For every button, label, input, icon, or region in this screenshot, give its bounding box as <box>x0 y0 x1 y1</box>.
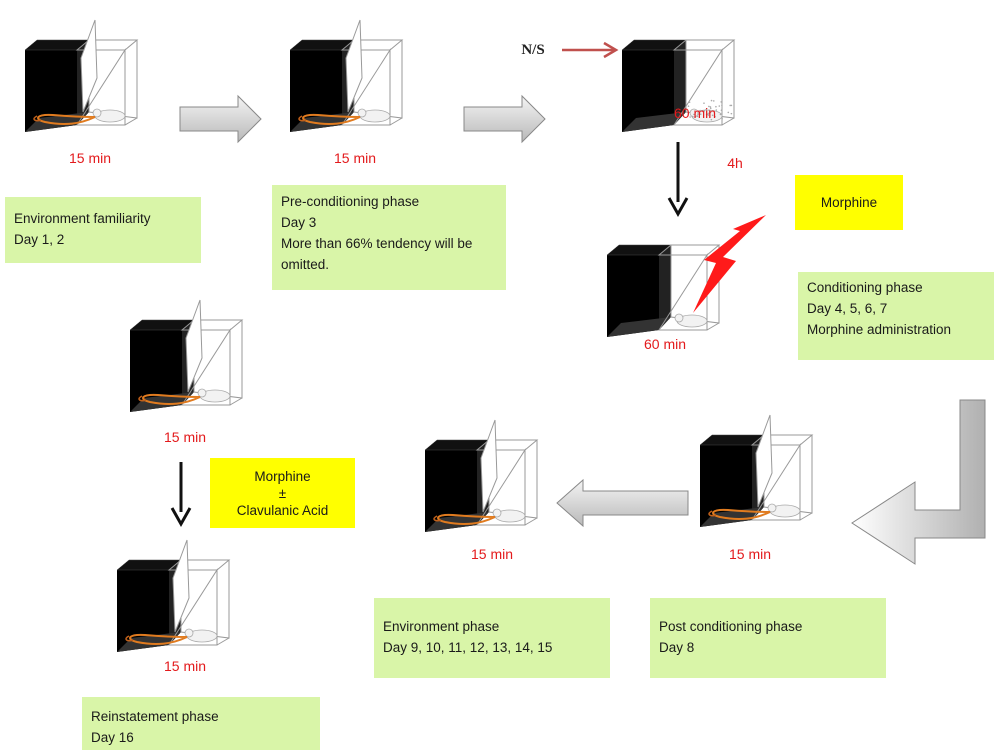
cage-preconditioning <box>290 20 415 135</box>
phase-preconditioning-line-3: More than 66% tendency will be <box>281 233 497 254</box>
phase-reinstatement-line-2: Day 16 <box>91 727 311 748</box>
cage-reinstatement <box>117 540 242 655</box>
time-label-conditioning: 60 min <box>635 334 695 354</box>
phase-reinstatement-line-1: Reinstatement phase <box>91 706 311 727</box>
phase-box-conditioning: Conditioning phase Day 4, 5, 6, 7 Morphi… <box>798 272 994 360</box>
phase-familiarity-line-2: Day 1, 2 <box>14 229 192 250</box>
ns-label: N/S <box>510 40 556 60</box>
phase-postconditioning-line-1: Post conditioning phase <box>659 616 877 637</box>
phase-conditioning-line-3: Morphine administration <box>807 319 985 340</box>
phase-conditioning-line-1: Conditioning phase <box>807 277 985 298</box>
drug-box-morphine: Morphine <box>795 175 903 230</box>
time-label-familiarity: 15 min <box>60 148 120 168</box>
phase-box-preconditioning: Pre-conditioning phase Day 3 More than 6… <box>272 185 506 290</box>
phase-postconditioning-line-2: Day 8 <box>659 637 877 658</box>
drug-reinstatement-line-1: Morphine <box>254 468 310 485</box>
drug-box-reinstatement: Morphine ± Clavulanic Acid <box>210 458 355 528</box>
phase-box-familiarity: Environment familiarity Day 1, 2 <box>5 197 201 263</box>
arrow-corner <box>850 398 990 568</box>
cage-familiarity <box>25 20 150 135</box>
time-label-reinstatement: 15 min <box>155 656 215 676</box>
phase-preconditioning-line-4: omitted. <box>281 254 497 275</box>
phase-box-reinstatement: Reinstatement phase Day 16 <box>82 697 320 750</box>
phase-environment-line-2: Day 9, 10, 11, 12, 13, 14, 15 <box>383 637 601 658</box>
time-label-environment: 15 min <box>462 544 522 564</box>
drug-morphine-line-1: Morphine <box>821 194 877 211</box>
phase-box-postconditioning: Post conditioning phase Day 8 <box>650 598 886 678</box>
phase-conditioning-line-2: Day 4, 5, 6, 7 <box>807 298 985 319</box>
shock-icon <box>688 215 768 315</box>
cage-reinstatement-test <box>130 300 255 415</box>
cage-postconditioning <box>700 415 825 530</box>
phase-familiarity-line-1: Environment familiarity <box>14 208 192 229</box>
phase-preconditioning-line-2: Day 3 <box>281 212 497 233</box>
drug-reinstatement-line-3: Clavulanic Acid <box>237 502 329 519</box>
phase-preconditioning-line-1: Pre-conditioning phase <box>281 191 497 212</box>
cage-environment <box>425 420 550 535</box>
arrow-right-1 <box>178 94 263 144</box>
arrow-right-2 <box>462 94 547 144</box>
time-label-postconditioning: 15 min <box>720 544 780 564</box>
phase-box-environment: Environment phase Day 9, 10, 11, 12, 13,… <box>374 598 610 678</box>
phase-environment-line-1: Environment phase <box>383 616 601 637</box>
time-label-preconditioning: 15 min <box>325 148 385 168</box>
arrow-left-1 <box>555 478 690 528</box>
arrow-down-conditioning <box>666 140 690 220</box>
time-label-reinstatement-test: 15 min <box>155 427 215 447</box>
drug-reinstatement-line-2: ± <box>279 485 286 502</box>
arrow-injection <box>560 40 620 60</box>
interval-label: 4h <box>720 153 750 173</box>
arrow-down-reinstatement <box>169 460 193 530</box>
time-label-ns: 60 min <box>665 103 725 123</box>
